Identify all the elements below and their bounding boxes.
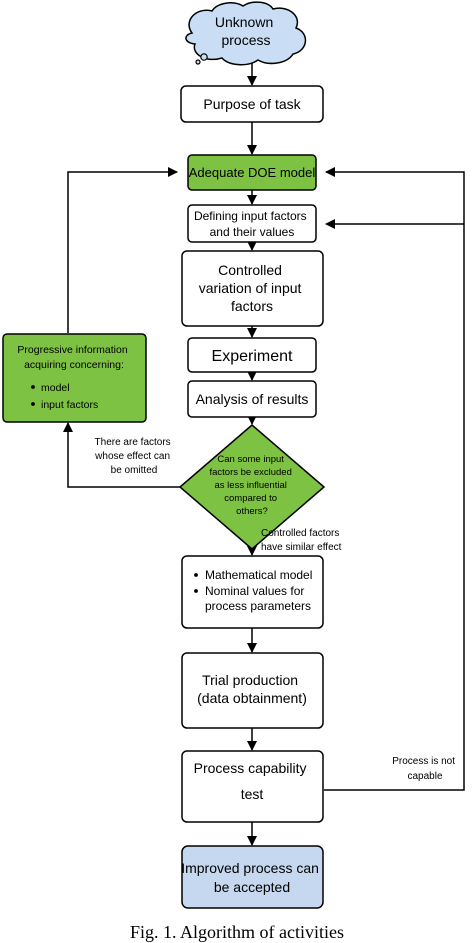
progressive-info-label: Progressive information acquiring concer… bbox=[17, 344, 130, 371]
defining-factors-label: Defining input factors and their values bbox=[194, 209, 310, 239]
node-decision: Can some input factors be excluded as le… bbox=[178, 424, 326, 550]
decision-label: Can some input factors be excluded as le… bbox=[209, 454, 294, 517]
cloud-puff-small bbox=[200, 53, 208, 61]
bullet-marker bbox=[31, 402, 35, 406]
node-start-cloud: Unknown process bbox=[185, 1, 307, 66]
edge-decision-to-progressive bbox=[63, 422, 180, 488]
edge-label-similar-effect: Controlled factors have similar effect bbox=[261, 528, 342, 553]
capability-test-label: Process capability test bbox=[194, 760, 311, 802]
node-controlled-variation: Controlled variation of input factors bbox=[181, 250, 324, 327]
progressive-bullet-model: model bbox=[41, 382, 70, 394]
edge-progressive-to-doe bbox=[67, 167, 178, 333]
node-defining-factors: Defining input factors and their values bbox=[187, 204, 317, 243]
improved-process-label: Improved process can be accepted bbox=[181, 860, 323, 895]
cloud-puff-tiny bbox=[195, 59, 201, 65]
edge-label-not-capable: Process is not capable bbox=[392, 756, 458, 782]
node-purpose: Purpose of task bbox=[180, 85, 324, 123]
node-improved-process: Improved process can be accepted bbox=[181, 845, 324, 909]
bullet-marker bbox=[31, 385, 35, 389]
doe-model-label: Adequate DOE model bbox=[189, 165, 316, 180]
start-label: Unknown process bbox=[215, 14, 277, 48]
progressive-bullet-input-factors: input factors bbox=[41, 399, 98, 411]
figure-caption: Fig. 1. Algorithm of activities bbox=[130, 922, 344, 942]
trial-production-label: Trial production (data obtainment) bbox=[197, 672, 307, 706]
edge-capability-loop bbox=[324, 167, 465, 791]
controlled-variation-label: Controlled variation of input factors bbox=[199, 262, 306, 314]
model-bullet-math-model: Mathematical model bbox=[205, 568, 312, 582]
node-trial-production: Trial production (data obtainment) bbox=[181, 652, 324, 729]
edge-label-factors-omitted: There are factors whose effect can be om… bbox=[94, 437, 173, 476]
node-analysis: Analysis of results bbox=[187, 380, 317, 418]
connectors bbox=[63, 62, 465, 846]
node-capability-test: Process capability test bbox=[181, 750, 324, 823]
node-model-values: Mathematical model Nominal values for pr… bbox=[181, 555, 324, 629]
node-experiment: Experiment bbox=[187, 337, 317, 373]
model-bullet-nominal-values: Nominal values for process parameters bbox=[205, 584, 311, 613]
purpose-label: Purpose of task bbox=[203, 96, 301, 112]
experiment-label: Experiment bbox=[212, 348, 293, 365]
bullet-marker bbox=[194, 573, 198, 577]
node-progressive-info: Progressive information acquiring concer… bbox=[2, 333, 147, 423]
node-doe-model: Adequate DOE model bbox=[187, 154, 317, 191]
analysis-label: Analysis of results bbox=[196, 391, 309, 407]
bullet-marker bbox=[194, 589, 198, 593]
